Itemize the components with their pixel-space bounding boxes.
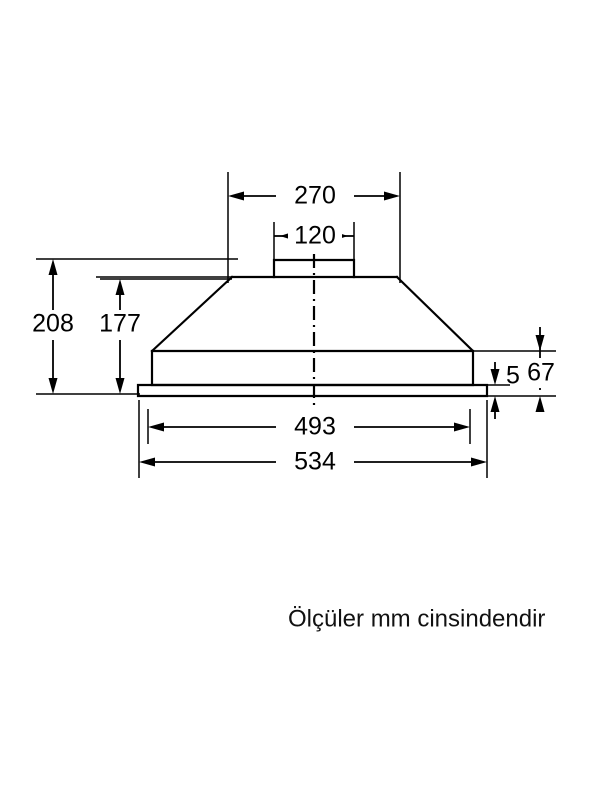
arrow-534-right [471, 457, 487, 467]
dimension-label-208: 208 [32, 310, 74, 338]
arrow-208-bottom [48, 378, 58, 394]
product-outline-group [96, 258, 556, 398]
dimension-270-group: 270 [227, 172, 401, 283]
arrow-270-right [384, 191, 400, 201]
dimension-493-group: 493 [147, 409, 471, 444]
dimension-label-120: 120 [294, 222, 336, 250]
arrow-67-bottom [535, 396, 545, 412]
arrow-67-top [535, 335, 545, 351]
dimension-label-177: 177 [99, 310, 141, 338]
label-bg-177 [95, 310, 145, 340]
dimension-label-270: 270 [294, 182, 336, 210]
arrow-493-right [454, 422, 470, 432]
dimension-177-group: 177 [95, 278, 232, 394]
dimension-label-67: 67 [527, 359, 555, 387]
label-bg-270 [276, 182, 354, 210]
dimension-120-group: 120 [273, 222, 355, 262]
label-bg-208 [27, 310, 79, 340]
arrow-534-left [139, 457, 155, 467]
canopy-left-taper [150, 275, 234, 353]
units-caption: Ölçüler mm cinsindendir [288, 605, 545, 632]
dimension-5-group: 5 [490, 362, 520, 419]
arrow-5-bottom [490, 396, 500, 412]
arrow-5-top [490, 369, 500, 385]
dimension-208-group: 208 [27, 258, 238, 395]
arrow-493-left [148, 422, 164, 432]
arrow-177-bottom [115, 378, 125, 394]
dimension-label-5: 5 [506, 362, 520, 390]
label-bg-67 [516, 358, 564, 388]
label-bg-120 [288, 223, 342, 249]
dimension-label-534: 534 [294, 448, 336, 476]
arrow-177-top [115, 279, 125, 295]
dimension-label-493: 493 [294, 413, 336, 441]
lower-body-outline [150, 349, 475, 387]
dimension-534-group: 534 [138, 400, 488, 478]
dimension-67-group: 67 [516, 327, 564, 412]
arrow-208-top [48, 259, 58, 275]
label-bg-493 [276, 413, 354, 441]
canopy-right-taper [395, 275, 475, 353]
label-bg-534 [276, 448, 354, 476]
arrow-270-left [228, 191, 244, 201]
bottom-flange-outline [136, 383, 489, 398]
